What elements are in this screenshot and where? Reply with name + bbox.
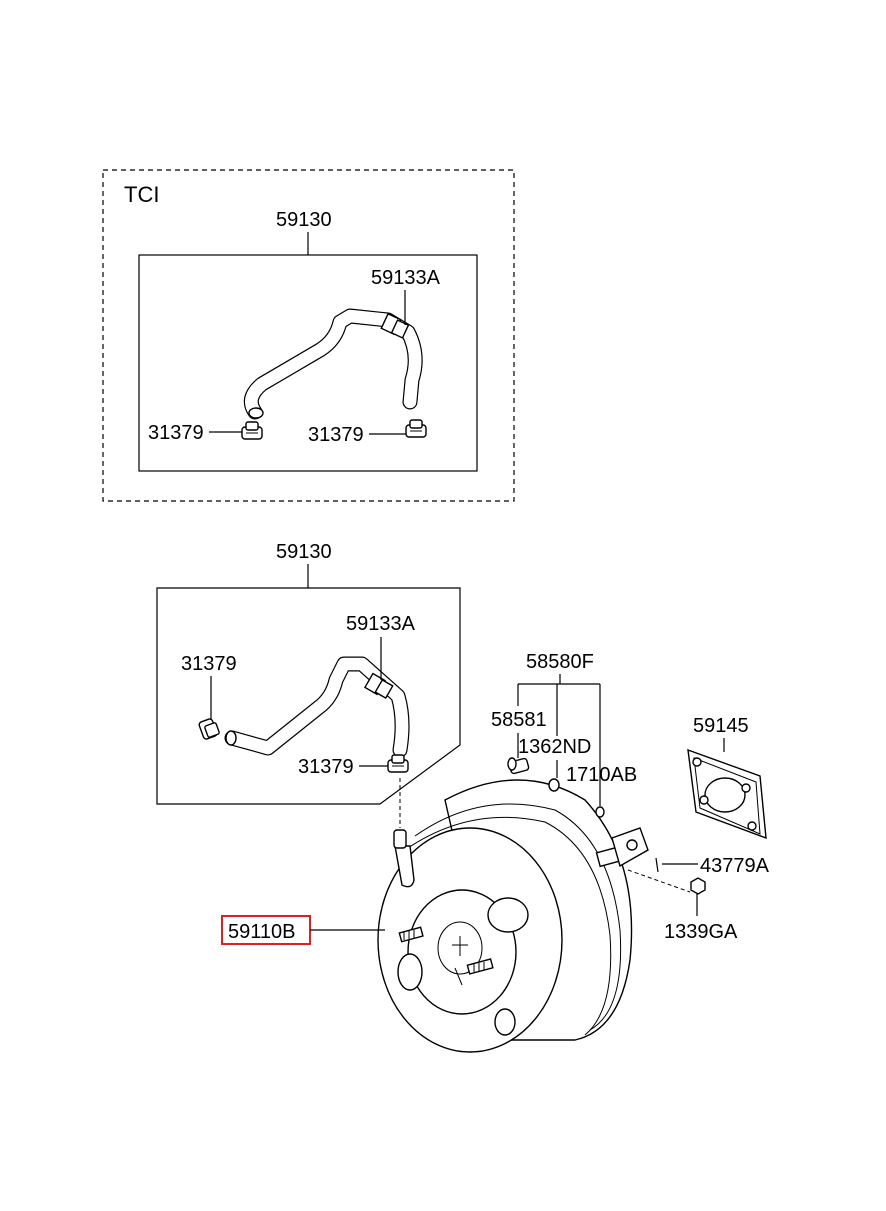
nut-part — [690, 877, 706, 895]
booster-label[interactable]: 59110B — [228, 921, 295, 943]
tci-group: TCI 59130 59133A 31379 31379 — [102, 169, 515, 502]
main-clamp-right-label[interactable]: 31379 — [298, 756, 354, 778]
booster-stud-lower — [466, 958, 494, 975]
tci-dashed-box — [102, 169, 515, 502]
tci-assembly-label[interactable]: 59130 — [276, 209, 332, 231]
main-clamp-right — [387, 754, 409, 773]
main-clamp-left-label[interactable]: 31379 — [181, 653, 237, 675]
main-clamp-left — [198, 718, 220, 740]
o-ring-part — [595, 806, 605, 818]
tci-inner-box — [138, 254, 478, 472]
grommet-part — [548, 778, 560, 792]
tci-clamp-right-label[interactable]: 31379 — [308, 424, 364, 446]
main-hose-clamp — [363, 672, 394, 700]
clevis-pin-part — [655, 857, 659, 873]
booster-clevis — [595, 827, 649, 868]
booster-vacuum-port — [393, 829, 415, 888]
nut-group: 1339GA — [664, 877, 738, 943]
valve-label[interactable]: 58581 — [491, 709, 547, 731]
o-ring-label[interactable]: 1710AB — [566, 764, 637, 786]
check-valve-part — [507, 757, 530, 775]
tci-title: TCI — [124, 182, 159, 207]
booster-label-group: 59110B — [221, 915, 385, 945]
booster-stud-upper — [398, 926, 424, 943]
gasket-group: 59145 — [687, 715, 767, 840]
tci-clamp-right — [405, 419, 427, 438]
tci-clamp-left — [241, 421, 263, 440]
hose-inner-box — [156, 587, 461, 805]
nut-label[interactable]: 1339GA — [664, 921, 738, 943]
brake-booster — [377, 779, 691, 1053]
tci-hose-clamp — [380, 312, 410, 339]
gasket-part — [687, 748, 767, 840]
clevis-pin-label[interactable]: 43779A — [700, 855, 770, 877]
hose-assembly-label[interactable]: 59130 — [276, 541, 332, 563]
gasket-label[interactable]: 59145 — [693, 715, 749, 737]
grommet-label[interactable]: 1362ND — [518, 736, 591, 758]
hose-group: 59130 59133A 31379 31379 — [156, 541, 461, 828]
pin-group: 43779A — [655, 855, 770, 877]
booster-label-highlight — [221, 915, 311, 945]
tci-hose-label[interactable]: 59133A — [371, 267, 441, 289]
tci-clamp-left-label[interactable]: 31379 — [148, 422, 204, 444]
valve-group-label[interactable]: 58580F — [526, 651, 594, 673]
main-hose-label[interactable]: 59133A — [346, 613, 416, 635]
valve-group: 58580F 58581 1362ND 1710AB — [491, 651, 637, 818]
